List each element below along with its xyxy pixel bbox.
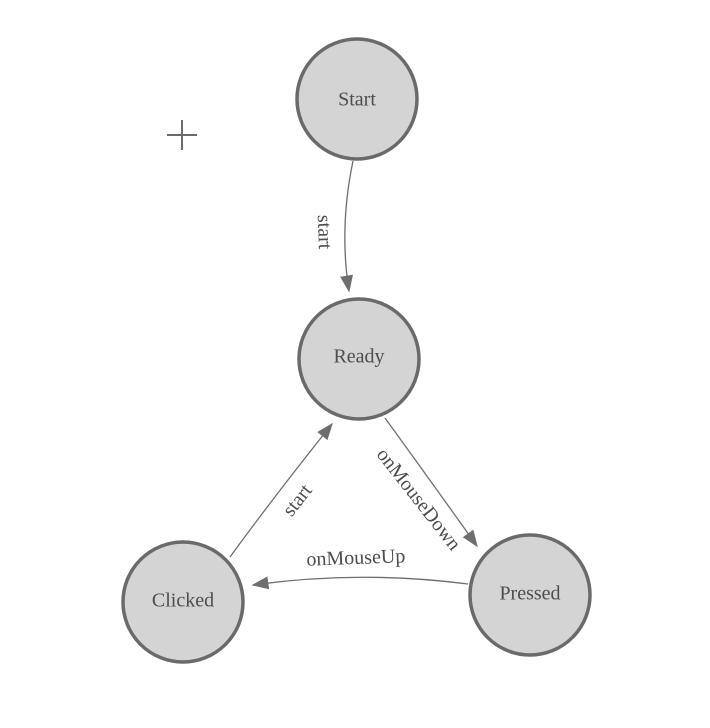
state-circle-clicked[interactable] — [121, 540, 245, 664]
state-node-start[interactable]: Start — [295, 37, 419, 161]
edge-line[interactable] — [229, 422, 333, 558]
state-circle-ready[interactable] — [297, 297, 421, 421]
state-node-ready[interactable]: Ready — [297, 297, 421, 421]
state-circle-start[interactable] — [295, 37, 419, 161]
state-circle-pressed[interactable] — [468, 533, 592, 657]
edge-line[interactable] — [251, 576, 469, 590]
edge-line[interactable] — [384, 417, 478, 548]
edge-clicked-to-ready[interactable]: start — [229, 422, 333, 558]
edge-label-onmousedown: onMouseDown — [372, 444, 465, 555]
edge-ready-to-pressed[interactable]: onMouseDown — [372, 417, 478, 555]
state-node-pressed[interactable]: Pressed — [468, 533, 592, 657]
state-node-clicked[interactable]: Clicked — [121, 540, 245, 664]
edge-line[interactable] — [340, 160, 354, 293]
edge-label-start-1: start — [313, 214, 336, 250]
edge-label-onmouseup: onMouseUp — [306, 545, 406, 570]
edge-start-to-ready[interactable]: start — [313, 160, 354, 293]
edge-pressed-to-clicked[interactable]: onMouseUp — [251, 545, 469, 590]
plus-crosshair-icon[interactable] — [167, 120, 197, 150]
